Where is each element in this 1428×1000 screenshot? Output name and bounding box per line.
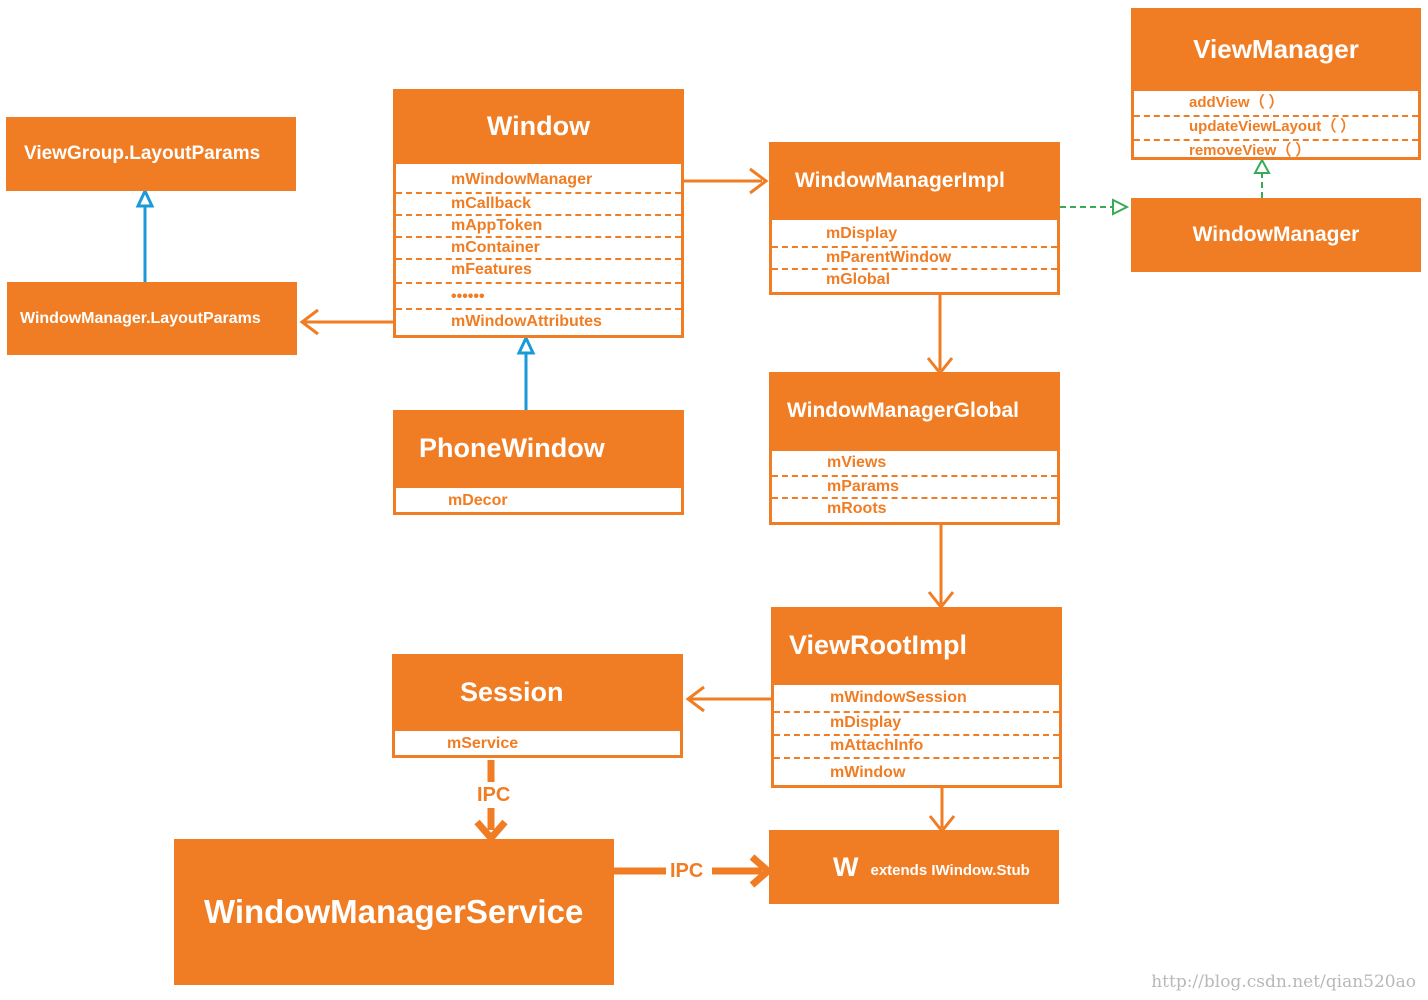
field-mparams: mParams [772, 477, 1057, 499]
inheritance-arrowhead-layoutparams [135, 187, 155, 208]
window-class-box: Window mWindowManager mCallback mAppToke… [393, 89, 684, 338]
phonewindow-header: PhoneWindow [393, 410, 684, 487]
windowmanager-title: WindowManager [1192, 223, 1360, 246]
windowmanagerglobal-header: WindowManagerGlobal [769, 372, 1060, 450]
field-mviews: mViews [772, 453, 1057, 477]
method-removeview: removeView（ ） [1189, 142, 1311, 159]
windowmanager-layoutparams-box: WindowManager.LayoutParams [7, 282, 297, 355]
ipc-label-horizontal: IPC [667, 860, 707, 883]
session-class-box: Session mService [392, 654, 683, 758]
windowmanagerglobal-class-box: WindowManagerGlobal mViews mParams mRoot… [769, 372, 1060, 525]
field-mdisplay-impl: mDisplay [772, 224, 1057, 248]
windowmanager-interface-box: WindowManager [1131, 198, 1421, 272]
viewrootimpl-title: ViewRootImpl [789, 630, 968, 660]
windowmanagerimpl-header: WindowManagerImpl [769, 142, 1060, 219]
session-fields: mService [392, 728, 683, 758]
phonewindow-title: PhoneWindow [419, 433, 605, 463]
viewgroup-layoutparams-title: ViewGroup.LayoutParams [24, 143, 261, 164]
viewrootimpl-class-box: ViewRootImpl mWindowSession mDisplay mAt… [771, 607, 1062, 788]
field-mcontainer: mContainer [396, 238, 681, 260]
field-mwindowattributes: mWindowAttributes [451, 313, 602, 330]
viewrootimpl-header: ViewRootImpl [771, 607, 1062, 684]
method-updateviewlayout: updateViewLayout（ ） [1134, 117, 1418, 141]
arrowhead-windowattributes [299, 308, 319, 336]
ipc-label-vertical: IPC [474, 784, 514, 807]
field-mdecor: mDecor [448, 492, 508, 509]
ipc-arrowhead-wms [749, 854, 774, 888]
field-mcallback: mCallback [396, 194, 681, 216]
viewmanager-header: ViewManager [1131, 8, 1421, 90]
session-header: Session [392, 654, 683, 730]
field-mroots: mRoots [827, 500, 887, 517]
window-fields: mWindowManager mCallback mAppToken mCont… [393, 161, 684, 338]
windowmanagerimpl-class-box: WindowManagerImpl mDisplay mParentWindow… [769, 142, 1060, 295]
windowmanagerimpl-fields: mDisplay mParentWindow mGlobal [769, 217, 1060, 295]
field-mservice: mService [447, 735, 519, 752]
interface-arrowhead-impl [1112, 198, 1130, 216]
field-mglobal: mGlobal [826, 271, 891, 288]
phonewindow-class-box: PhoneWindow mDecor [393, 410, 684, 515]
field-mattachinfo: mAttachInfo [774, 736, 1059, 759]
arrowhead-windowsession [685, 685, 705, 713]
arrowhead-windowmanager [749, 167, 769, 195]
interface-arrowhead-viewmanager [1253, 157, 1271, 174]
windowmanagerservice-box: WindowManagerService [174, 839, 614, 985]
viewrootimpl-fields: mWindowSession mDisplay mAttachInfo mWin… [771, 682, 1062, 788]
inheritance-arrowhead-phonewindow [516, 334, 536, 355]
window-title: Window [486, 111, 591, 141]
viewgroup-layoutparams-box: ViewGroup.LayoutParams [6, 117, 296, 191]
viewmanager-fields: addView（ ） updateViewLayout（ ） removeVie… [1131, 88, 1421, 160]
field-mdisplay-root: mDisplay [774, 713, 1059, 736]
w-subtitle: extends IWindow.Stub [870, 861, 1030, 879]
field-mparentwindow: mParentWindow [772, 248, 1057, 270]
field-ellipsis: •••••• [396, 284, 681, 310]
ipc-arrowhead-session [474, 819, 508, 844]
field-mwindowmanager: mWindowManager [396, 170, 681, 194]
field-mwindowsession: mWindowSession [774, 688, 1059, 713]
windowmanagerservice-title: WindowManagerService [204, 893, 584, 930]
field-mapptoken: mAppToken [396, 216, 681, 238]
session-title: Session [460, 676, 564, 707]
phonewindow-fields: mDecor [393, 485, 684, 515]
windowmanagerimpl-title: WindowManagerImpl [795, 168, 1005, 192]
windowmanagerglobal-title: WindowManagerGlobal [787, 399, 1019, 422]
field-mwindow: mWindow [830, 764, 906, 781]
windowmanagerglobal-fields: mViews mParams mRoots [769, 448, 1060, 525]
window-header: Window [393, 89, 684, 164]
field-mfeatures: mFeatures [396, 260, 681, 284]
viewmanager-title: ViewManager [1193, 33, 1359, 64]
viewmanager-interface-box: ViewManager addView（ ） updateViewLayout（… [1131, 8, 1421, 160]
watermark: http://blog.csdn.net/qian520ao [1151, 972, 1416, 992]
method-addview: addView（ ） [1134, 93, 1418, 117]
windowmanager-layoutparams-title: WindowManager.LayoutParams [20, 309, 261, 327]
w-title: W [833, 851, 859, 882]
w-class-box: W extends IWindow.Stub [769, 830, 1059, 904]
